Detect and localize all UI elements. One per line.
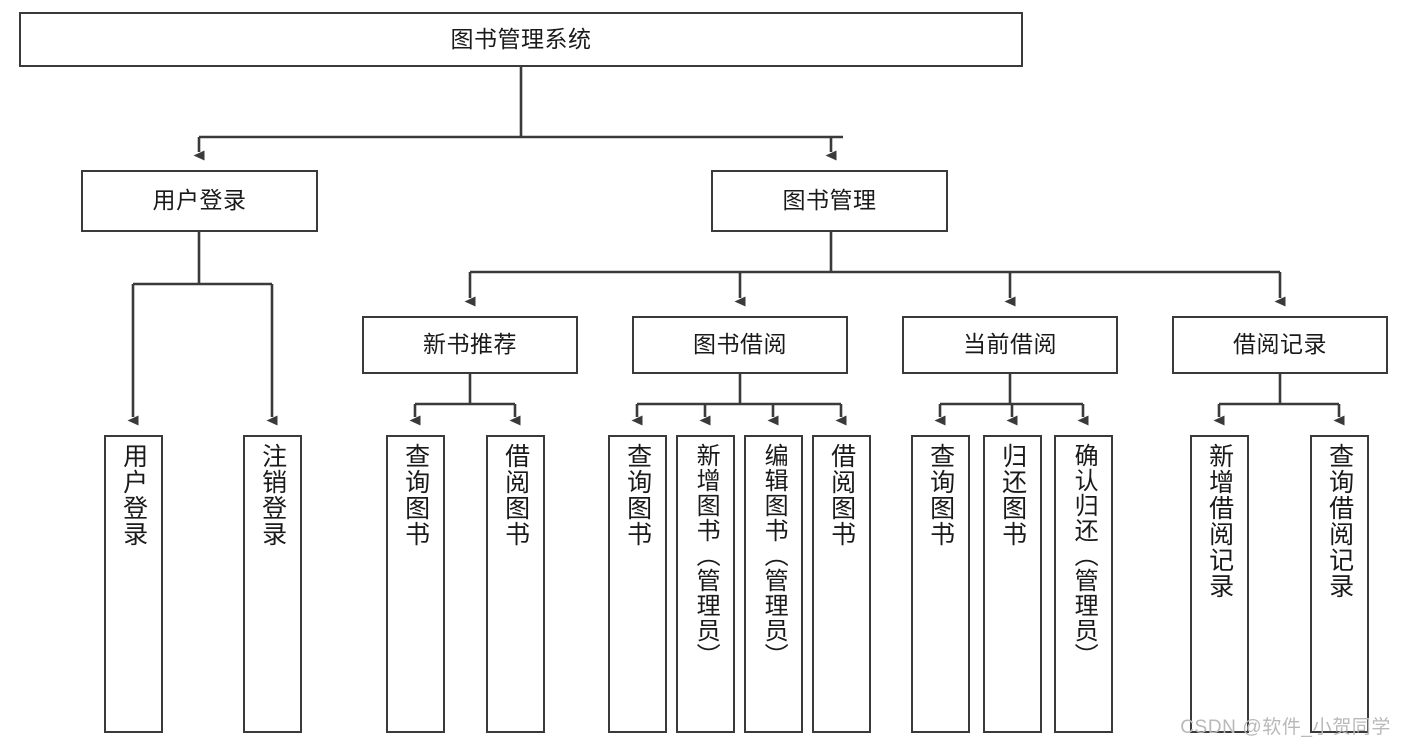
leaf-add-book-admin[interactable]: 新增图书（管理员） (676, 435, 735, 733)
node-label: 新增图书（管理员） (692, 443, 720, 668)
leaf-edit-book-admin[interactable]: 编辑图书（管理员） (744, 435, 803, 733)
node-label: 查询图书 (926, 443, 955, 547)
node-label: 注销登录 (258, 443, 287, 547)
node-label: 借阅图书 (827, 443, 856, 547)
node-book-management[interactable]: 图书管理 (711, 170, 948, 232)
node-label: 借阅图书 (501, 443, 530, 547)
node-label: 用户登录 (119, 443, 148, 547)
node-label: 确认归还（管理员） (1070, 443, 1098, 668)
node-label: 归还图书 (998, 443, 1027, 547)
node-label: 图书借阅 (693, 331, 787, 358)
node-current-borrowing[interactable]: 当前借阅 (902, 316, 1118, 374)
node-label: 查询图书 (623, 443, 652, 547)
node-user-login[interactable]: 用户登录 (81, 170, 318, 232)
node-label: 当前借阅 (963, 331, 1057, 358)
leaf-query-book-new[interactable]: 查询图书 (386, 435, 445, 733)
node-book-borrowing[interactable]: 图书借阅 (632, 316, 848, 374)
node-label: 图书管理 (782, 187, 877, 214)
leaf-borrow-book[interactable]: 借阅图书 (812, 435, 871, 733)
node-label: 新增借阅记录 (1205, 443, 1234, 599)
node-label: 查询图书 (401, 443, 430, 547)
node-label: 图书管理系统 (450, 25, 592, 52)
leaf-user-login[interactable]: 用户登录 (104, 435, 163, 733)
leaf-borrow-book-new[interactable]: 借阅图书 (486, 435, 545, 733)
leaf-query-borrow-record[interactable]: 查询借阅记录 (1310, 435, 1369, 733)
leaf-logout[interactable]: 注销登录 (243, 435, 302, 733)
node-label: 借阅记录 (1233, 331, 1327, 358)
node-root-book-management-system[interactable]: 图书管理系统 (19, 12, 1023, 67)
leaf-query-book[interactable]: 查询图书 (608, 435, 667, 733)
leaf-query-book-current[interactable]: 查询图书 (911, 435, 970, 733)
node-label: 新书推荐 (423, 331, 517, 358)
node-new-book-recommendation[interactable]: 新书推荐 (362, 316, 578, 374)
leaf-confirm-return-admin[interactable]: 确认归还（管理员） (1054, 435, 1113, 733)
leaf-add-borrow-record[interactable]: 新增借阅记录 (1190, 435, 1249, 733)
node-label: 编辑图书（管理员） (760, 443, 788, 668)
node-borrowing-records[interactable]: 借阅记录 (1172, 316, 1388, 374)
leaf-return-book[interactable]: 归还图书 (983, 435, 1042, 733)
node-label: 查询借阅记录 (1325, 443, 1354, 599)
node-label: 用户登录 (152, 187, 247, 214)
